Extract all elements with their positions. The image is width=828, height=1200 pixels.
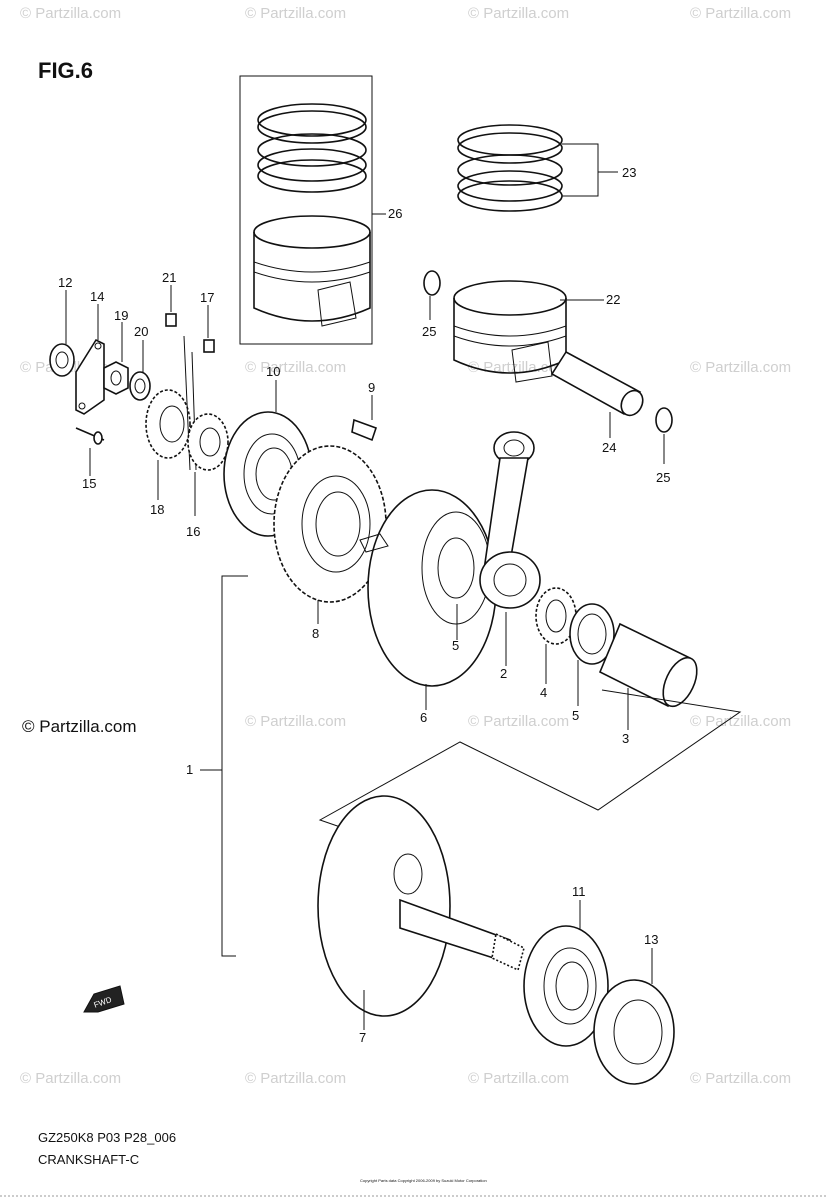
nut-19 <box>103 361 129 395</box>
callout-17: 17 <box>200 290 214 305</box>
callout-15: 15 <box>82 476 96 491</box>
gear-16 <box>187 413 229 471</box>
watermark: © Partzilla.com <box>690 359 791 376</box>
piston-ring-set-23 <box>457 124 563 212</box>
circlip-25 <box>423 270 441 296</box>
callout-18: 18 <box>150 502 164 517</box>
watermark: © Partzilla.com <box>20 1070 121 1087</box>
watermark: © Partzilla.com <box>245 1070 346 1087</box>
callout-3: 3 <box>622 731 629 746</box>
callout-25a: 25 <box>422 324 436 339</box>
key-21 <box>165 313 177 327</box>
piston-pin-24 <box>550 350 644 417</box>
callout-12: 12 <box>58 275 72 290</box>
screw-15 <box>75 427 105 445</box>
key-17 <box>203 339 215 353</box>
callout-1: 1 <box>186 762 193 777</box>
callout-21: 21 <box>162 270 176 285</box>
callout-23: 23 <box>622 165 636 180</box>
copyright-note: Copyright Parts data Copyright 2006-2009… <box>360 1178 487 1183</box>
gear-18 <box>145 389 191 459</box>
connecting-rod-2 <box>479 431 541 609</box>
fwd-arrow-icon: FWD <box>83 985 125 1013</box>
piston-22 <box>453 280 567 383</box>
crank-pin-3 <box>598 622 698 708</box>
washer-20 <box>129 371 151 401</box>
piston-kit-frame <box>239 75 373 345</box>
washer-5 <box>569 603 615 665</box>
callout-7: 7 <box>359 1030 366 1045</box>
crank-half-7 <box>317 795 525 1017</box>
callout-5b: 5 <box>572 708 579 723</box>
callout-16: 16 <box>186 524 200 539</box>
oil-seal-13 <box>593 979 675 1085</box>
watermark: © Partzilla.com <box>468 713 569 730</box>
bearing-11 <box>523 925 609 1047</box>
callout-9: 9 <box>368 380 375 395</box>
callout-11: 11 <box>572 884 586 899</box>
callout-8: 8 <box>312 626 319 641</box>
watermark: © Partzilla.com <box>690 5 791 22</box>
callout-26: 26 <box>388 206 402 221</box>
callout-24: 24 <box>602 440 616 455</box>
callout-13: 13 <box>644 932 658 947</box>
callout-6: 6 <box>420 710 427 725</box>
circlip-25 <box>655 407 673 433</box>
watermark: © Partzilla.com <box>245 359 346 376</box>
callout-14: 14 <box>90 289 104 304</box>
figure-title: FIG.6 <box>38 58 93 83</box>
model-code: GZ250K8 P03 P28_006 <box>38 1130 176 1145</box>
plate-14 <box>75 338 105 415</box>
callout-5a: 5 <box>452 638 459 653</box>
pin-9 <box>351 418 378 442</box>
callout-2: 2 <box>500 666 507 681</box>
assembly-bracket <box>221 575 248 957</box>
watermark: © Partzilla.com <box>20 5 121 22</box>
watermark: © Partzilla.com <box>468 1070 569 1087</box>
oil-seal-12 <box>49 343 75 377</box>
watermark: © Partzilla.com <box>245 713 346 730</box>
piston-set-26 <box>253 103 371 327</box>
callout-4: 4 <box>540 685 547 700</box>
callout-10: 10 <box>266 364 280 379</box>
watermark: © Partzilla.com <box>690 713 791 730</box>
watermark: © Partzilla.com <box>690 1070 791 1087</box>
watermark: © Partzilla.com <box>468 5 569 22</box>
callout-19: 19 <box>114 308 128 323</box>
brand-watermark: © Partzilla.com <box>22 717 137 736</box>
figure-caption: CRANKSHAFT-C <box>38 1152 139 1167</box>
watermark: © Partzilla.com <box>245 5 346 22</box>
callout-20: 20 <box>134 324 148 339</box>
callout-layer: 1 2 3 4 5 5 6 7 8 9 10 11 12 13 14 15 16… <box>58 165 670 1045</box>
callout-25b: 25 <box>656 470 670 485</box>
callout-22: 22 <box>606 292 620 307</box>
